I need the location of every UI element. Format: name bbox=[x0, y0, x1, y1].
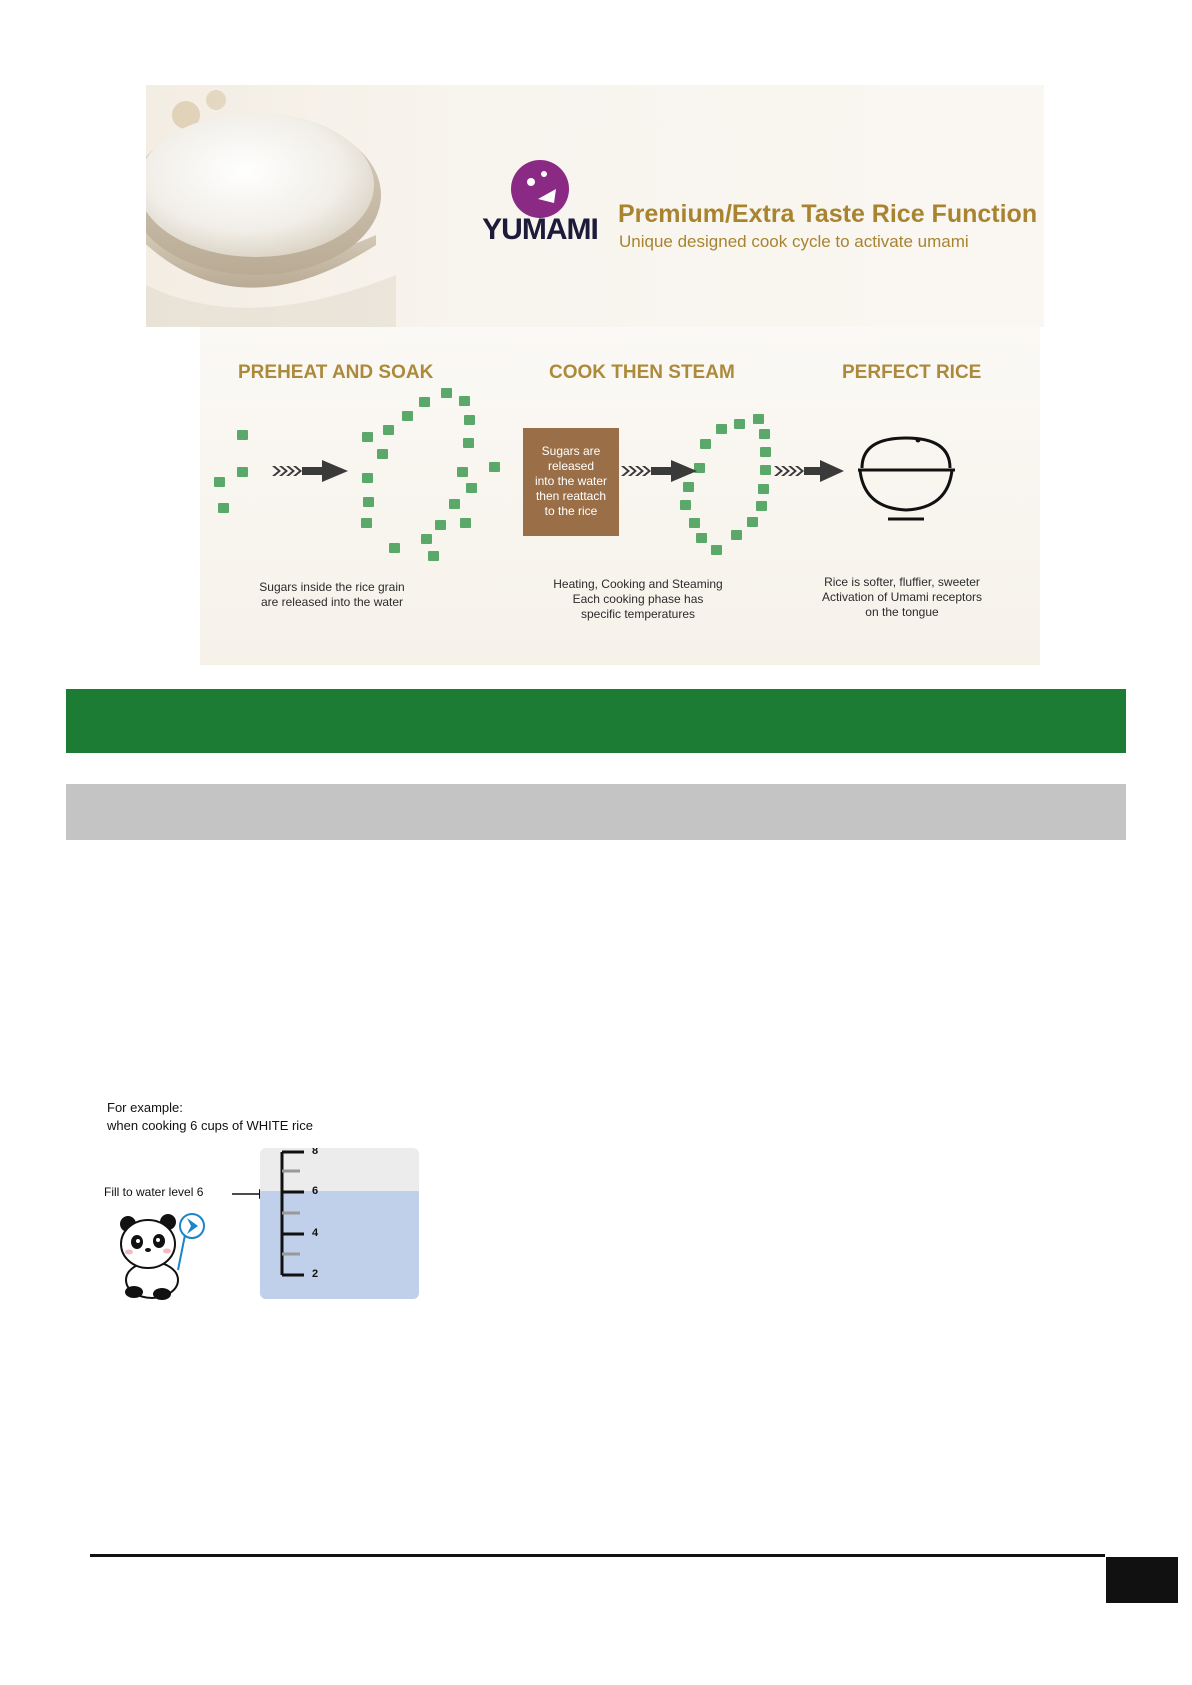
sugar-box-line: then reattach bbox=[535, 489, 607, 503]
footer-rule bbox=[90, 1554, 1105, 1557]
sugar-box-line: Sugars are bbox=[541, 444, 601, 458]
caption-line: specific temperatures bbox=[580, 607, 696, 621]
level-label-6: 6 bbox=[312, 1185, 319, 1197]
yumami-logo-text: YUMAMI bbox=[482, 213, 599, 246]
caption-preheat: Sugars inside the rice grain are release… bbox=[252, 580, 412, 610]
caption-line: Heating, Cooking and Steaming bbox=[553, 577, 723, 591]
process-diagram bbox=[200, 327, 1040, 665]
step-title-perfect: PERFECT RICE bbox=[842, 362, 982, 383]
caption-line: Rice is softer, fluffier, sweeter bbox=[824, 575, 980, 589]
page-number-box bbox=[1106, 1557, 1178, 1603]
banner-subtitle: Unique designed cook cycle to activate u… bbox=[619, 232, 969, 251]
caption-line: on the tongue bbox=[865, 605, 939, 619]
rice-bowl-photo bbox=[146, 90, 396, 327]
process-graphics bbox=[214, 388, 955, 561]
caption-line: Activation of Umami receptors bbox=[821, 590, 983, 604]
sugar-box-line: to the rice bbox=[544, 504, 598, 518]
caption-line: Sugars inside the rice grain bbox=[259, 580, 405, 594]
sugar-box-line: released bbox=[547, 459, 595, 473]
rice-bowl-icon bbox=[858, 436, 955, 521]
caption-line: are released into the water bbox=[260, 595, 404, 609]
level-label-8: 8 bbox=[312, 1148, 319, 1157]
level-label-2: 2 bbox=[312, 1268, 319, 1280]
water-level-chart: 8 6 4 2 bbox=[260, 1148, 419, 1299]
yumami-logo-icon bbox=[511, 160, 569, 218]
step-title-preheat: PREHEAT AND SOAK bbox=[238, 362, 434, 383]
caption-line: Each cooking phase has bbox=[572, 592, 704, 606]
level-scale bbox=[280, 1150, 304, 1277]
fill-level-label: Fill to water level 6 bbox=[104, 1185, 204, 1199]
banner-title: Premium/Extra Taste Rice Function bbox=[618, 200, 1038, 228]
example-intro: For example: bbox=[107, 1100, 183, 1115]
rice-grain-dots bbox=[214, 388, 771, 561]
level-label-4: 4 bbox=[312, 1227, 319, 1239]
water-fill bbox=[260, 1191, 419, 1299]
step-title-cook: COOK THEN STEAM bbox=[549, 362, 735, 383]
process-arrows bbox=[272, 460, 844, 482]
example-description: when cooking 6 cups of WHITE rice bbox=[107, 1118, 313, 1133]
sugar-box-line: into the water bbox=[534, 474, 608, 488]
caption-cook: Heating, Cooking and Steaming Each cooki… bbox=[548, 577, 728, 622]
sugar-info-box: Sugars are released into the water then … bbox=[523, 428, 619, 536]
yumami-banner bbox=[146, 85, 1044, 327]
caption-perfect: Rice is softer, fluffier, sweeter Activa… bbox=[812, 575, 992, 620]
section-subheading-bar bbox=[66, 784, 1126, 840]
panda-mascot-icon bbox=[120, 1213, 205, 1300]
section-heading-bar bbox=[66, 689, 1126, 753]
